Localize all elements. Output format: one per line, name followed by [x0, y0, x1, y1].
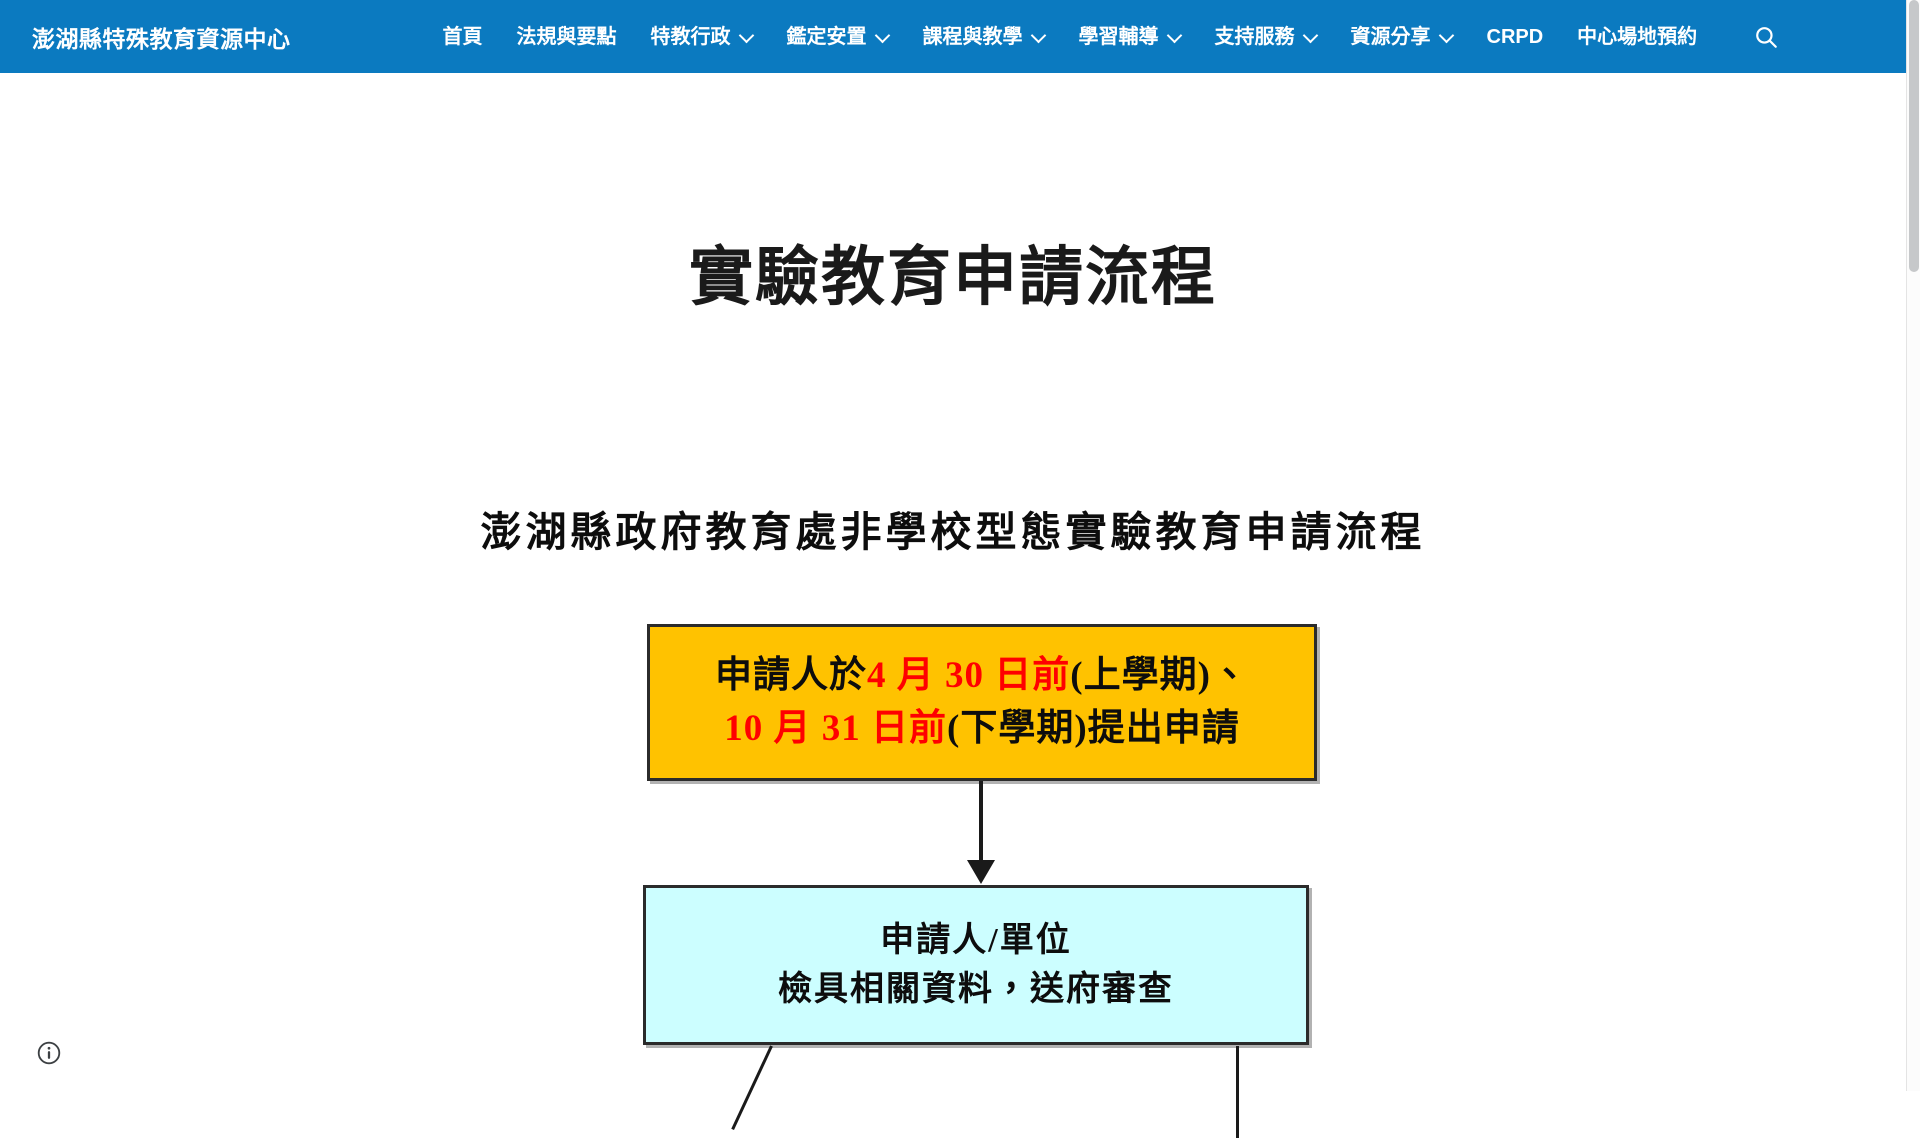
nav-item-regulations[interactable]: 法規與要點 [500, 0, 634, 73]
nav-item-label: 課程與教學 [922, 25, 1023, 48]
nav-item-curriculum-teaching[interactable]: 課程與教學 [906, 0, 1062, 73]
nav-item-learning-guidance[interactable]: 學習輔導 [1062, 0, 1198, 73]
nav-item-resource-sharing[interactable]: 資源分享 [1334, 0, 1470, 73]
deadline-line1-highlight: 4 月 30 日前 [867, 654, 1071, 696]
chevron-down-icon [1168, 29, 1181, 42]
nav-item-venue-booking[interactable]: 中心場地預約 [1560, 0, 1714, 73]
vertical-scrollbar-track[interactable] [1906, 0, 1920, 1091]
site-info-button[interactable] [36, 1040, 62, 1066]
info-circle-icon [37, 1041, 61, 1065]
chevron-down-icon [1032, 29, 1045, 42]
search-button[interactable] [1738, 0, 1794, 73]
nav-item-label: 學習輔導 [1078, 25, 1159, 48]
chevron-down-icon [876, 29, 889, 42]
nav-item-label: 首頁 [442, 25, 483, 48]
nav-item-special-education-admin[interactable]: 特教行政 [634, 0, 770, 73]
chevron-down-icon [1440, 29, 1453, 42]
nav-item-label: 鑑定安置 [786, 25, 867, 48]
flow-node-applicant-submit: 申請人/單位 檢具相關資料，送府審查 [643, 885, 1309, 1045]
flow-connector-line [979, 781, 983, 867]
nav-item-label: 法規與要點 [516, 25, 617, 48]
flow-node-line-2: 10 月 31 日前(下學期)提出申請 [724, 703, 1239, 756]
flow-branch-line-right [1236, 1046, 1239, 1138]
deadline-line1-prefix: 申請人於 [715, 654, 868, 696]
flow-branch-line-left [731, 1045, 773, 1131]
nav-item-assessment-placement[interactable]: 鑑定安置 [770, 0, 906, 73]
site-title[interactable]: 澎湖縣特殊教育資源中心 [32, 25, 291, 52]
nav-item-label: 資源分享 [1350, 25, 1431, 48]
nav-item-crpd[interactable]: CRPD [1470, 0, 1561, 73]
chevron-down-icon [740, 29, 753, 42]
nav-item-label: 中心場地預約 [1577, 25, 1698, 48]
flow-node-line-1: 申請人/單位 [880, 921, 1072, 959]
flow-connector-arrowhead-icon [967, 860, 995, 884]
page-content: 實驗教育申請流程 澎湖縣政府教育處非學校型態實驗教育申請流程 申請人於4 月 3… [0, 73, 1906, 1138]
nav-item-label: 特教行政 [650, 25, 731, 48]
flowchart-figure: 澎湖縣政府教育處非學校型態實驗教育申請流程 申請人於4 月 30 日前(上學期)… [0, 498, 1906, 1138]
vertical-scrollbar-thumb[interactable] [1909, 0, 1919, 272]
nav-item-support-services[interactable]: 支持服務 [1198, 0, 1334, 73]
chevron-down-icon [1304, 29, 1317, 42]
flowchart-canvas: 申請人於4 月 30 日前(上學期)、 10 月 31 日前(下學期)提出申請 … [0, 610, 1906, 1138]
search-icon [1756, 26, 1778, 48]
nav-item-label: CRPD [1486, 25, 1544, 48]
flow-node-line-2: 檢具相關資料，送府審查 [778, 971, 1174, 1008]
flowchart-heading: 澎湖縣政府教育處非學校型態實驗教育申請流程 [480, 509, 1426, 555]
flow-node-line-1: 申請人於4 月 30 日前(上學期)、 [715, 650, 1249, 703]
main-navigation: 首頁 法規與要點 特教行政 鑑定安置 課程與教學 學習輔導 支持服務 資源分享 [426, 0, 1795, 73]
nav-item-label: 支持服務 [1214, 25, 1295, 48]
site-header: 澎湖縣特殊教育資源中心 首頁 法規與要點 特教行政 鑑定安置 課程與教學 學習輔… [0, 0, 1906, 73]
deadline-line1-suffix: (上學期)、 [1070, 654, 1249, 696]
nav-item-home[interactable]: 首頁 [426, 0, 500, 73]
page-title: 實驗教育申請流程 [689, 240, 1217, 313]
flow-node-application-deadline: 申請人於4 月 30 日前(上學期)、 10 月 31 日前(下學期)提出申請 [647, 624, 1317, 781]
deadline-line2-suffix: (下學期)提出申請 [947, 707, 1240, 749]
deadline-line2-highlight: 10 月 31 日前 [724, 707, 948, 749]
